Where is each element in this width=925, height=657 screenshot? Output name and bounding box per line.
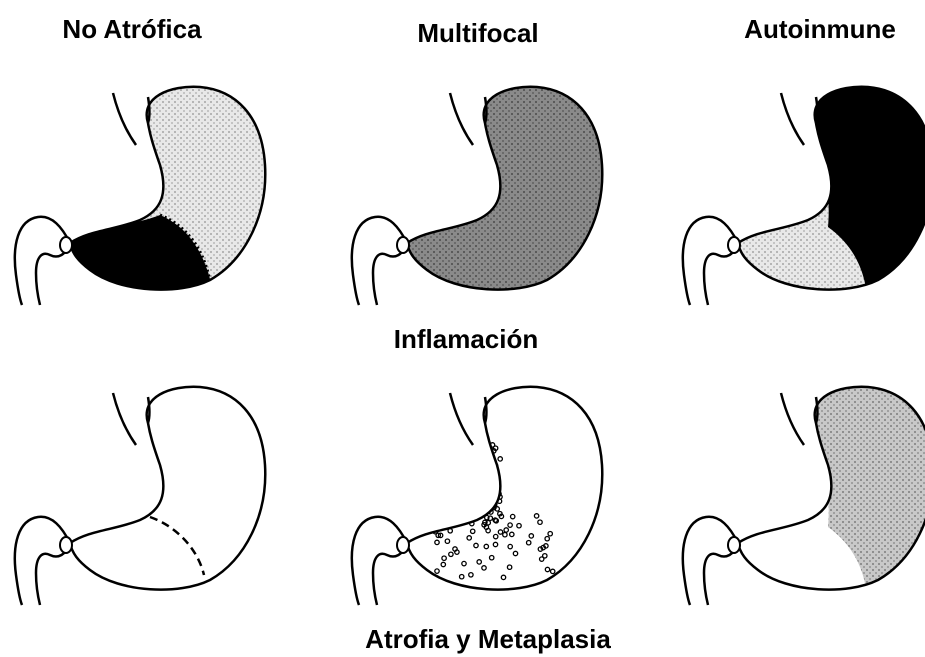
metaplasia-focus (484, 491, 488, 495)
metaplasia-focus (476, 493, 480, 497)
metaplasia-focus (459, 505, 463, 509)
metaplasia-focus (480, 446, 484, 450)
metaplasia-focus (443, 520, 447, 524)
metaplasia-focus (486, 483, 490, 487)
metaplasia-focus (487, 474, 491, 478)
metaplasia-focus (484, 465, 488, 469)
metaplasia-focus (484, 480, 488, 484)
panel-no-atrofica-atrofia (15, 387, 265, 605)
metaplasia-focus (479, 481, 483, 485)
metaplasia-focus (475, 487, 479, 491)
metaplasia-focus (494, 478, 498, 482)
panel-multifocal-inflamacion (352, 87, 602, 305)
metaplasia-focus (485, 501, 489, 505)
metaplasia-focus (488, 461, 492, 465)
metaplasia-focus (476, 468, 480, 472)
metaplasia-focus (475, 509, 479, 513)
metaplasia-focus (482, 509, 486, 513)
metaplasia-focus (489, 490, 493, 494)
metaplasia-focus (468, 514, 472, 518)
metaplasia-focus (481, 506, 485, 510)
panel-no-atrofica-inflamacion (15, 87, 265, 305)
metaplasia-focus (432, 524, 436, 528)
metaplasia-focus (485, 488, 489, 492)
panel-autoinmune-inflamacion (683, 65, 925, 305)
metaplasia-focus (476, 439, 480, 443)
metaplasia-focus (437, 506, 441, 510)
metaplasia-focus (481, 485, 485, 489)
metaplasia-focus (487, 479, 491, 483)
metaplasia-focus (447, 506, 451, 510)
metaplasia-focus (483, 469, 487, 473)
metaplasia-focus (477, 451, 481, 455)
metaplasia-focus (466, 504, 470, 508)
metaplasia-focus (447, 518, 451, 522)
metaplasia-focus (479, 433, 483, 437)
metaplasia-focus (461, 516, 465, 520)
panel-multifocal-atrofia (352, 387, 602, 605)
metaplasia-focus (485, 484, 489, 488)
panel-autoinmune-atrofia (683, 365, 925, 605)
